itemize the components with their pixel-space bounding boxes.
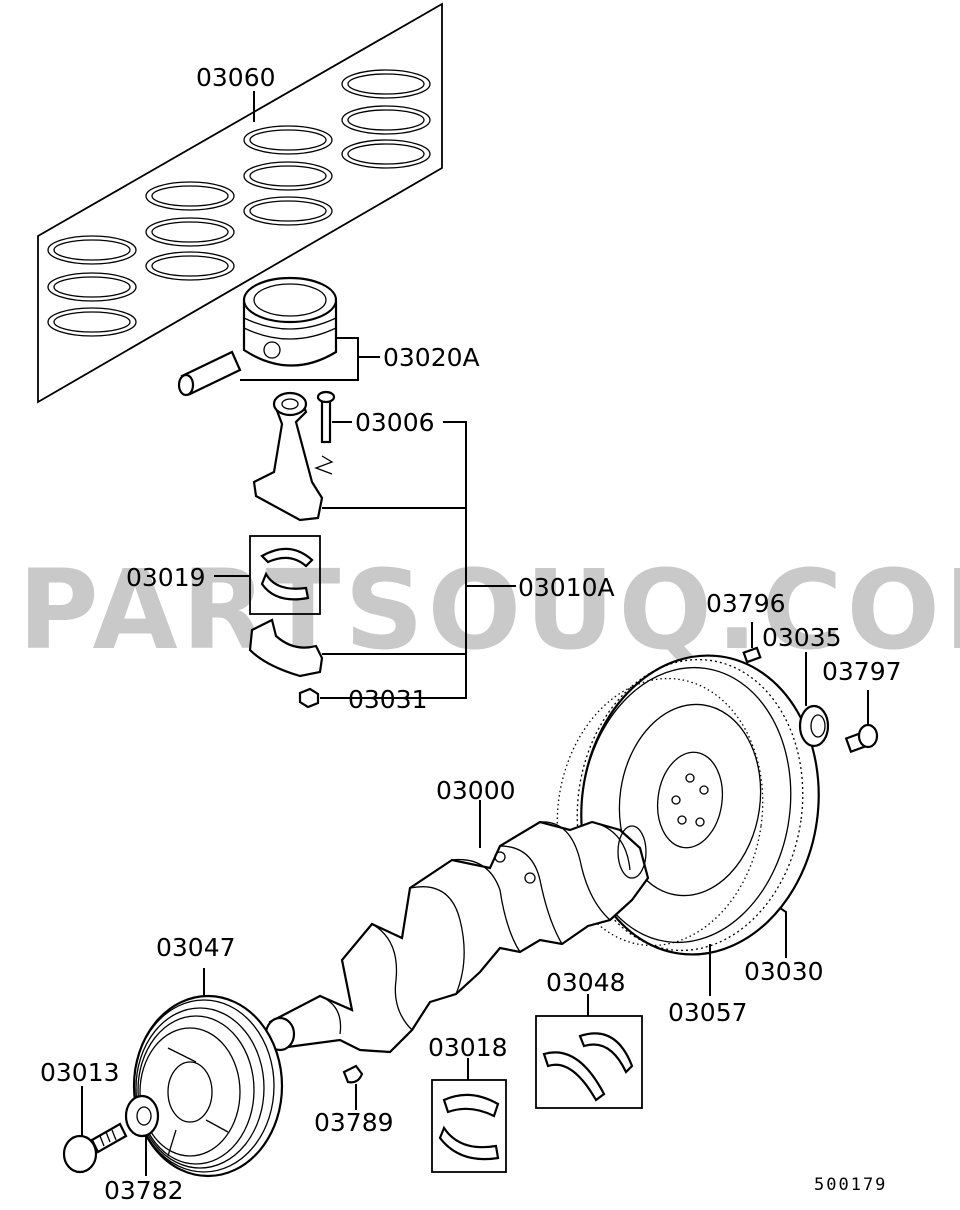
label-crankshaft[interactable]: 03000 bbox=[436, 776, 516, 805]
ring-set-1 bbox=[47, 235, 137, 337]
label-flywheel-pin[interactable]: 03796 bbox=[706, 589, 786, 618]
diagram-code: 500179 bbox=[814, 1175, 887, 1195]
flywheel-bolt bbox=[844, 723, 879, 754]
ring-set-2 bbox=[145, 181, 235, 281]
main-bearing-box bbox=[431, 1079, 507, 1173]
label-ring-gear[interactable]: 03057 bbox=[668, 998, 748, 1027]
label-connecting-rod-set[interactable]: 03010A bbox=[518, 573, 615, 602]
pulley-bolt bbox=[62, 1122, 128, 1174]
pulley-washer bbox=[124, 1094, 160, 1138]
label-thrust-bearing[interactable]: 03048 bbox=[546, 968, 626, 997]
connecting-rod bbox=[252, 391, 324, 522]
rod-nut bbox=[298, 687, 320, 709]
crank-pulley bbox=[132, 994, 284, 1178]
label-crank-pulley[interactable]: 03047 bbox=[156, 933, 236, 962]
ring-set-3 bbox=[243, 125, 333, 226]
label-pulley-washer[interactable]: 03782 bbox=[104, 1176, 184, 1205]
flywheel-pin bbox=[742, 646, 762, 664]
piston-pin bbox=[177, 350, 242, 397]
rod-bearing-box bbox=[249, 535, 321, 615]
label-main-bearing[interactable]: 03018 bbox=[428, 1033, 508, 1062]
piston-rings-panel bbox=[37, 2, 443, 404]
label-pulley-bolt[interactable]: 03013 bbox=[40, 1058, 120, 1087]
pilot-bearing bbox=[798, 704, 830, 748]
label-rod-nut[interactable]: 03031 bbox=[348, 685, 428, 714]
label-woodruff-key[interactable]: 03789 bbox=[314, 1108, 394, 1137]
crankshaft bbox=[264, 820, 650, 1054]
woodruff-key bbox=[342, 1064, 364, 1084]
label-rod-bearing[interactable]: 03019 bbox=[126, 563, 206, 592]
piston bbox=[242, 276, 338, 367]
rod-bolt bbox=[314, 390, 336, 475]
thrust-bearing-box bbox=[535, 1015, 643, 1109]
label-piston-pin-set[interactable]: 03020A bbox=[383, 343, 480, 372]
label-piston-rings[interactable]: 03060 bbox=[196, 63, 276, 92]
watermark-text: PARTSOUQ.COM bbox=[18, 546, 960, 674]
ring-set-4 bbox=[341, 69, 431, 169]
label-rod-bolt[interactable]: 03006 bbox=[355, 408, 435, 437]
label-flywheel[interactable]: 03030 bbox=[744, 957, 824, 986]
ring-gear bbox=[556, 677, 764, 947]
label-flywheel-bolt[interactable]: 03797 bbox=[822, 657, 902, 686]
rod-cap bbox=[248, 618, 324, 678]
label-pilot-bearing[interactable]: 03035 bbox=[762, 623, 842, 652]
